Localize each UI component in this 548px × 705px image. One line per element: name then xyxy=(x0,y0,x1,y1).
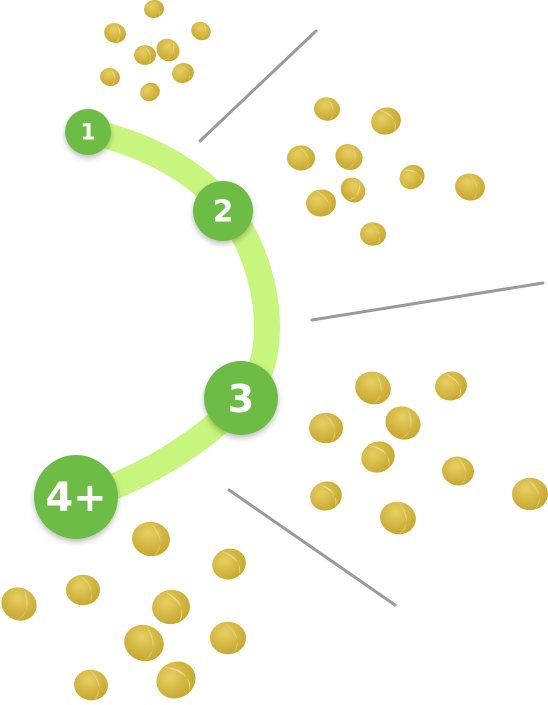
divider-line-2 xyxy=(310,281,545,322)
seed-icon xyxy=(66,574,100,606)
step-node-1: 1 xyxy=(65,109,111,155)
seed-icon xyxy=(172,62,194,84)
step-node-3-label: 3 xyxy=(228,377,254,421)
seed-icon xyxy=(310,481,342,511)
step-node-2-label: 2 xyxy=(213,195,234,230)
seed-icon xyxy=(360,222,386,246)
seed-icon xyxy=(152,589,190,625)
step-node-4-label: 4+ xyxy=(45,475,106,521)
seed-icon xyxy=(455,173,485,201)
seed-icon xyxy=(385,406,421,440)
seed-icon xyxy=(144,0,164,19)
seed-icon xyxy=(132,521,170,557)
seed-icon xyxy=(335,144,363,170)
seed-icon xyxy=(104,22,126,44)
seed-icon xyxy=(124,624,164,662)
divider-lines xyxy=(198,29,545,607)
seed-icon xyxy=(512,477,548,511)
divider-line-1 xyxy=(198,29,318,143)
divider-line-3 xyxy=(227,488,397,607)
step-node-4: 4+ xyxy=(34,455,118,539)
seed-icon xyxy=(380,501,416,535)
seed-icon xyxy=(306,189,336,217)
step-node-2: 2 xyxy=(193,181,253,241)
seed-icon xyxy=(435,371,467,401)
seed-icon xyxy=(210,621,246,655)
seed-icon xyxy=(156,38,180,62)
seed-icon xyxy=(355,371,391,405)
seed-icon xyxy=(1,587,37,621)
seed-icon xyxy=(191,21,211,41)
step-node-1-label: 1 xyxy=(80,121,95,146)
seed-icon xyxy=(100,67,120,87)
seed-icon xyxy=(340,177,366,203)
seed-icon xyxy=(309,412,343,444)
progress-arc xyxy=(64,118,280,513)
seed-icon xyxy=(442,456,474,486)
seed-icon xyxy=(156,661,196,699)
seed-icon xyxy=(399,164,425,190)
seed-icon xyxy=(140,82,160,102)
seed-icon xyxy=(287,145,315,171)
seed-icon xyxy=(74,669,108,701)
step-node-3: 3 xyxy=(204,361,278,435)
seed-icon xyxy=(134,45,156,65)
seed-icon xyxy=(371,107,401,135)
seed-icon xyxy=(314,97,340,121)
seed-icon xyxy=(212,548,246,580)
seed-icon xyxy=(361,441,395,473)
